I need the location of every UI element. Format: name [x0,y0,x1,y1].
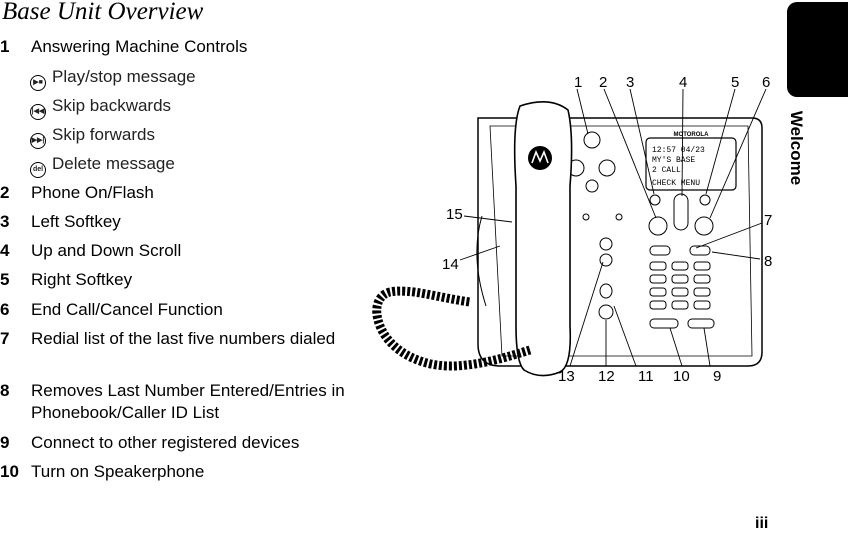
keypad-key[interactable] [671,261,689,271]
sub-item-text: Delete message [52,154,175,173]
volume-down-button[interactable] [599,253,613,267]
base-inner-outline [489,125,753,357]
item-number: 9 [0,433,10,452]
callout-label: 4 [679,74,687,91]
end-call-button[interactable] [694,216,714,236]
keypad-key[interactable] [693,274,711,284]
side-tab-label: Welcome [787,110,806,186]
delete-icon: del [30,162,46,178]
item-text: Left Softkey [31,212,121,231]
play-stop-icon: ▶■ [30,75,46,91]
item-text: Right Softkey [31,270,133,289]
item-text: Phone On/Flash [31,183,154,202]
phone-base-illustration: MOTOROLA 12:57 04/23 MY'S BASE 2 CALL CH… [372,74,772,385]
handset [513,101,573,377]
ringer-button[interactable] [599,283,613,299]
keypad-key[interactable] [693,300,711,310]
base-body-outline [477,117,763,367]
page-title: Base Unit Overview [2,0,204,25]
callout-label: 1 [574,74,582,91]
coiled-cord [372,286,532,371]
callout-label: 13 [558,368,575,385]
callout-label: 14 [442,256,459,273]
lcd-display [645,137,737,191]
play-stop-button[interactable] [583,131,601,149]
display-line: 12:57 04/23 [652,146,705,155]
callout-label: 12 [598,368,615,385]
display-line: 2 CALL [652,166,681,175]
sub-item: del Delete message [30,153,175,178]
keypad-key[interactable] [649,300,667,310]
left-softkey[interactable] [649,194,661,206]
item-number: 2 [0,183,10,202]
item-number: 6 [0,300,10,319]
item-number: 3 [0,212,10,231]
keypad-key[interactable] [693,287,711,297]
item-text: Up and Down Scroll [31,241,182,260]
cradle-edge [476,215,487,307]
item-text: Turn on Speakerphone [31,462,205,481]
delete-entry-button[interactable] [689,245,711,256]
keypad-key[interactable] [671,274,689,284]
item-text: Answering Machine Controls [31,37,248,56]
callout-label: 11 [638,368,654,385]
right-softkey[interactable] [699,194,711,206]
motorola-logo-mark [531,149,549,164]
motorola-logo-icon [528,146,552,170]
callout-label: 6 [762,74,770,91]
scroll-key[interactable] [673,193,689,231]
callout-label: 2 [599,74,607,91]
callout-label: 5 [731,74,739,91]
keypad [649,261,711,310]
keypad-key[interactable] [649,274,667,284]
keypad-key[interactable] [693,261,711,271]
message-button[interactable] [598,304,614,320]
brand-label: MOTOROLA [674,132,710,138]
display-line: MY'S BASE [652,156,695,165]
item-text: Removes Last Number Entered/Entries in P… [31,381,345,422]
item-number: 4 [0,241,10,260]
speaker-button[interactable] [687,318,715,329]
keypad-key[interactable] [671,300,689,310]
callout-label: 15 [446,206,463,223]
callout-lines [459,88,767,367]
sub-item: ▶■ Play/stop message [30,66,196,91]
item-number: 7 [0,329,10,348]
redial-button[interactable] [649,245,671,256]
sub-item: ▶▶| Skip forwards [30,124,155,149]
item-text: Redial list of the last five numbers dia… [31,329,336,348]
display-line: CHECK MENU [652,179,700,188]
keypad-key[interactable] [649,287,667,297]
sub-item-text: Skip forwards [52,125,155,144]
skip-forwards-button[interactable] [598,159,616,177]
callout-label: 10 [673,368,690,385]
indicator-light [582,213,590,221]
phone-flash-button[interactable] [648,216,668,236]
sub-item-text: Skip backwards [52,96,172,115]
callout-label: 3 [626,74,634,91]
indicator-light [615,213,623,221]
sub-item-text: Play/stop message [52,67,196,86]
page-number: iii [755,515,769,532]
item-number: 1 [0,37,10,56]
callout-label: 7 [764,212,772,229]
delete-button[interactable] [585,179,599,193]
skip-forwards-icon: ▶▶| [30,133,46,149]
callout-label: 9 [713,368,721,385]
item-text: Connect to other registered devices [31,433,300,452]
volume-up-button[interactable] [599,237,613,251]
item-number: 10 [0,462,19,481]
callout-label: 8 [764,253,772,270]
skip-backwards-icon: |◀◀ [30,104,46,120]
sub-item: |◀◀ Skip backwards [30,95,171,120]
side-tab [787,2,848,97]
item-number: 5 [0,270,10,289]
intercom-button[interactable] [649,318,679,329]
item-text: End Call/Cancel Function [31,300,223,319]
keypad-key[interactable] [649,261,667,271]
item-number: 8 [0,381,10,400]
keypad-key[interactable] [671,287,689,297]
